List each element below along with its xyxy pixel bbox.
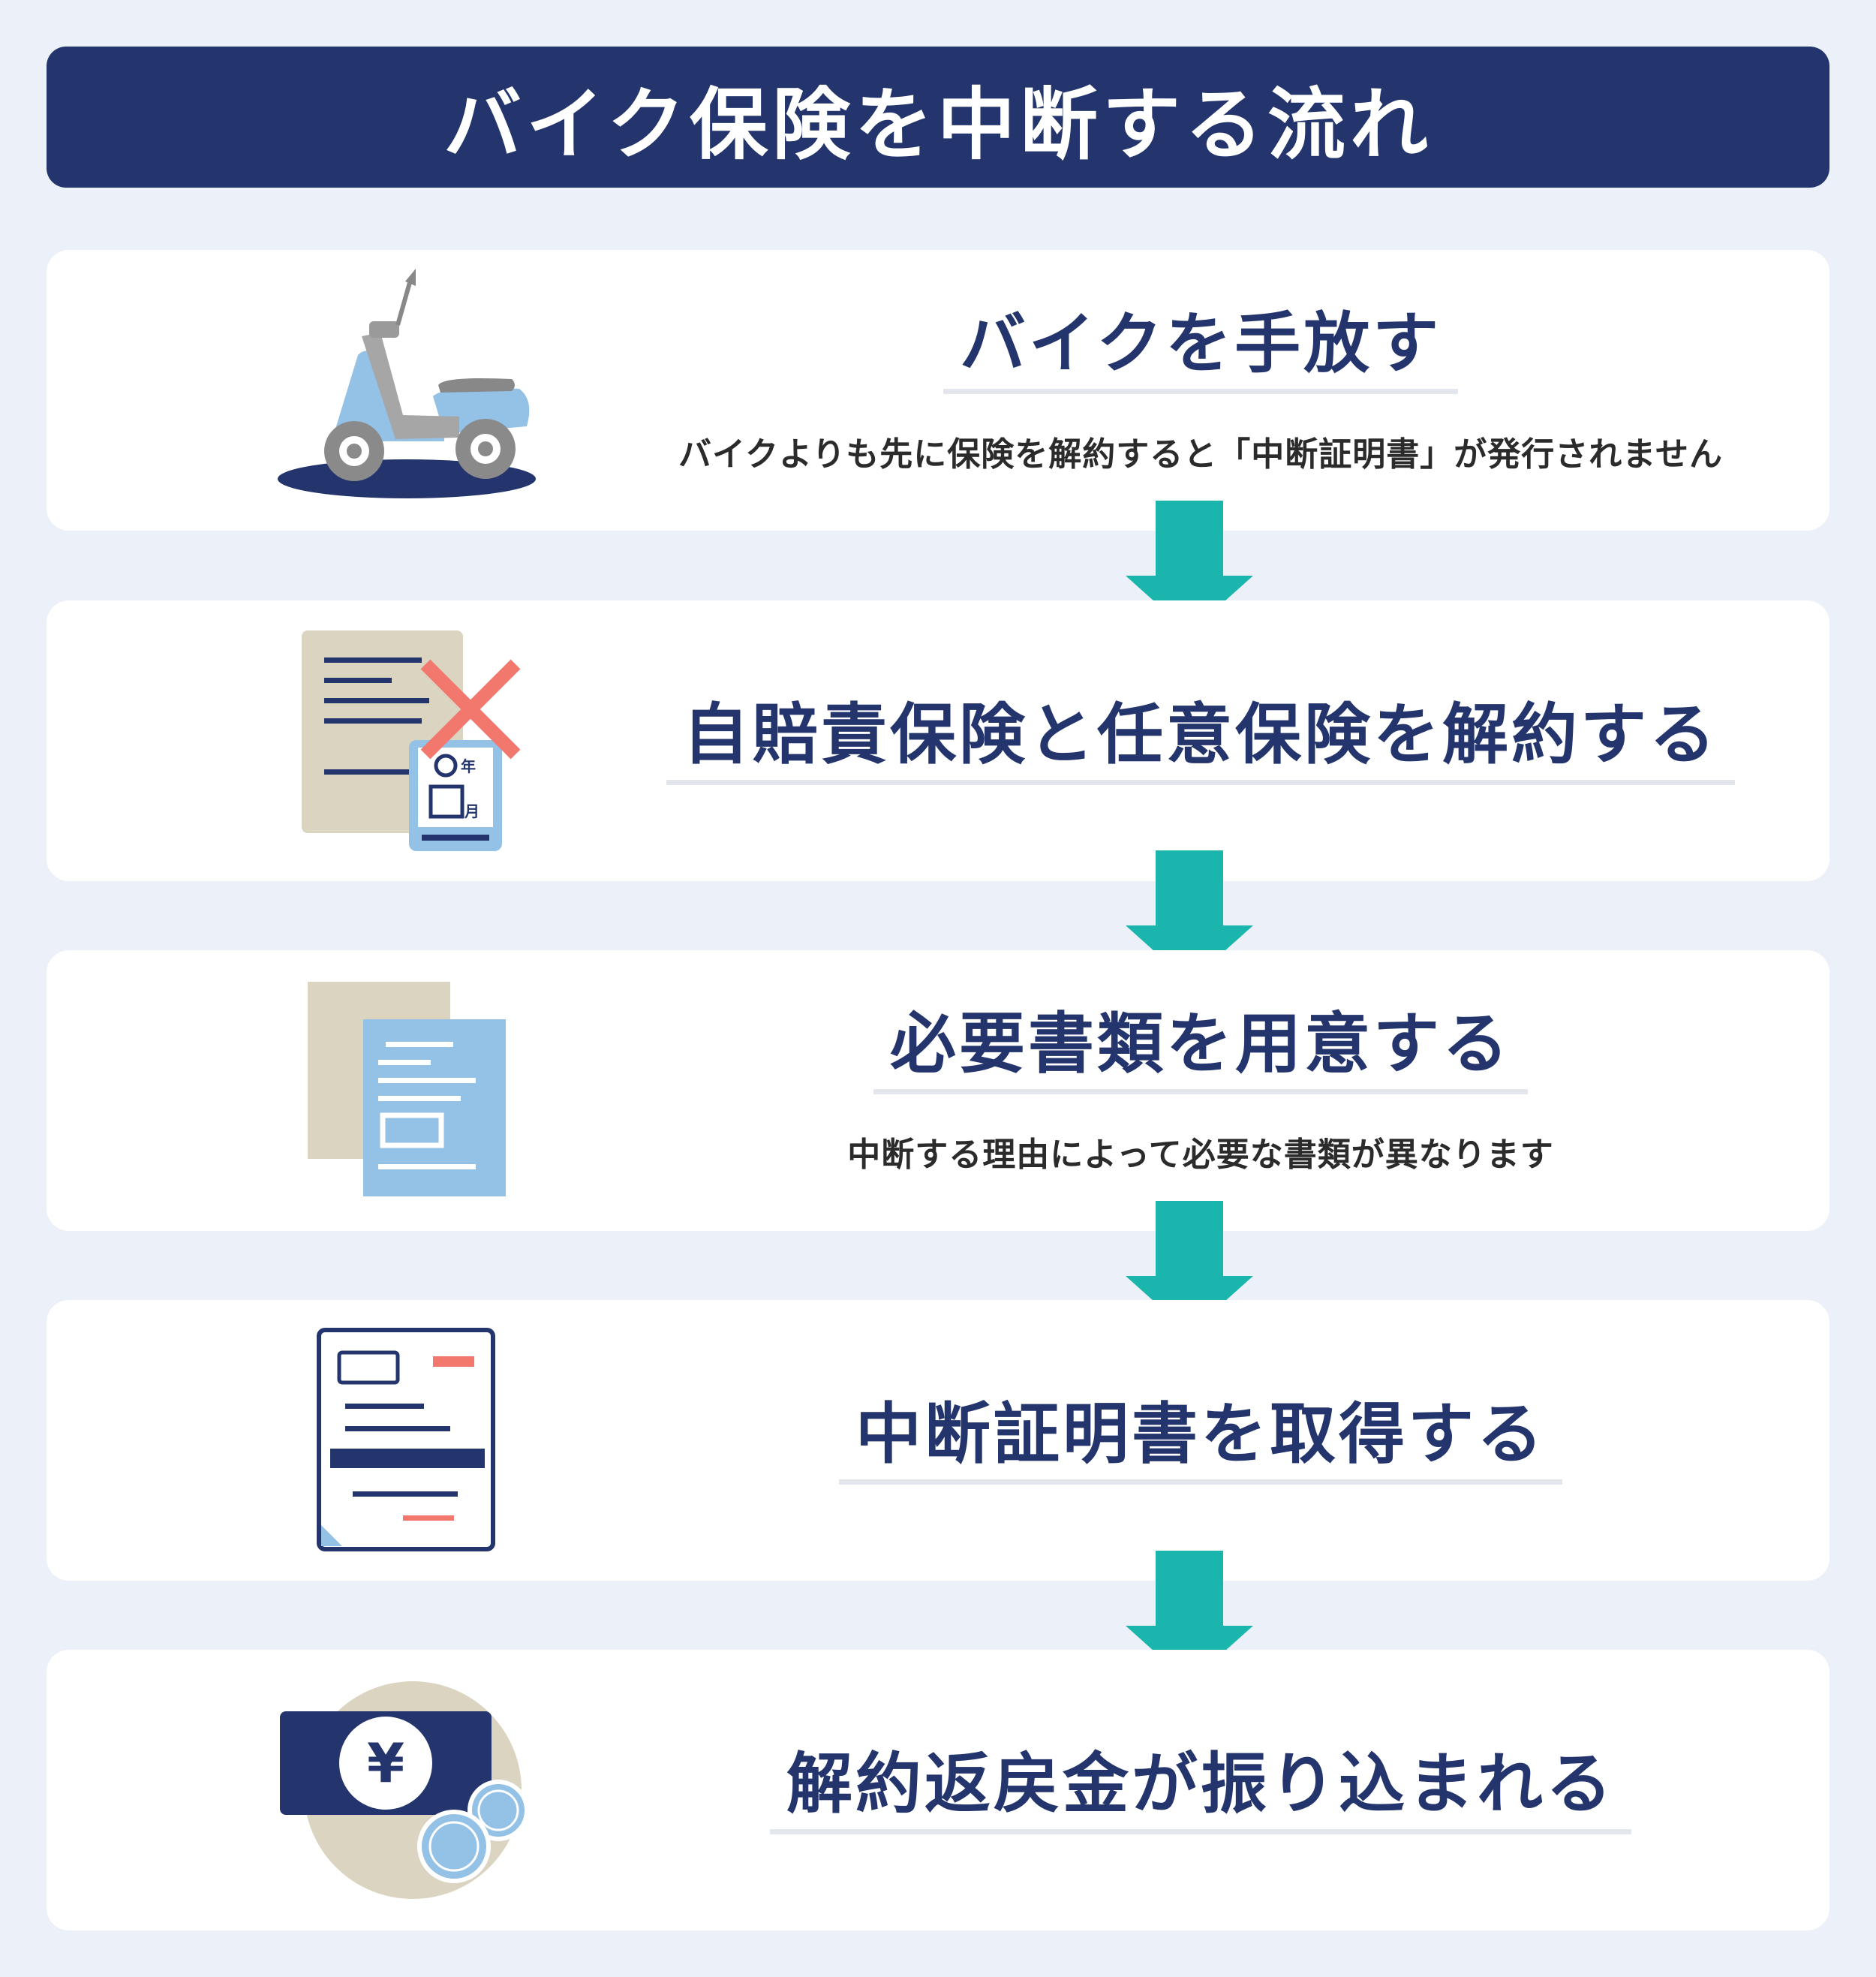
title-bar: バイク保険を中断する流れ [47, 47, 1829, 188]
documents-icon [219, 950, 579, 1231]
step-card-5: ¥ 解約返戻金が振り込まれる [47, 1650, 1829, 1930]
scooter-icon [219, 250, 579, 531]
step-text-area: バイクを手放す バイクよりも先に保険を解約すると「中断証明書」が発行されません [617, 250, 1784, 531]
certificate-icon [219, 1300, 579, 1581]
step-title: 解約返戻金が振り込まれる [769, 1746, 1631, 1835]
step-text-area: 自賠責保険と任意保険を解約する [617, 600, 1784, 881]
step-card-2: 年 月 自賠責保険と任意保険を解約する [47, 600, 1829, 881]
year-label: 年 [461, 757, 476, 775]
month-label: 月 [464, 802, 480, 820]
step-title: 必要書類を用意する [873, 1006, 1528, 1095]
step-text-area: 解約返戻金が振り込まれる [617, 1650, 1784, 1930]
step-card-3: 必要書類を用意する 中断する理由によって必要な書類が異なります [47, 950, 1829, 1231]
yen-label: ¥ [367, 1732, 404, 1795]
step-text-area: 中断証明書を取得する [617, 1300, 1784, 1581]
step-text-area: 必要書類を用意する 中断する理由によって必要な書類が異なります [617, 950, 1784, 1231]
page-title: バイク保険を中断する流れ [443, 78, 1433, 170]
step-title: バイクを手放す [943, 305, 1459, 395]
step-card-1: バイクを手放す バイクよりも先に保険を解約すると「中断証明書」が発行されません [47, 250, 1829, 531]
step-title: 自賠責保険と任意保険を解約する [666, 697, 1735, 786]
arrow-down-icon [1126, 850, 1253, 982]
step-card-4: 中断証明書を取得する [47, 1300, 1829, 1581]
arrow-down-icon [1126, 501, 1253, 633]
yen-refund-icon: ¥ [219, 1650, 579, 1930]
step-title: 中断証明書を取得する [838, 1396, 1562, 1485]
cancel-document-icon: 年 月 [219, 600, 579, 881]
step-description: 中断する理由によって必要な書類が異なります [847, 1136, 1554, 1175]
step-description: バイクよりも先に保険を解約すると「中断証明書」が発行されません [678, 435, 1723, 474]
